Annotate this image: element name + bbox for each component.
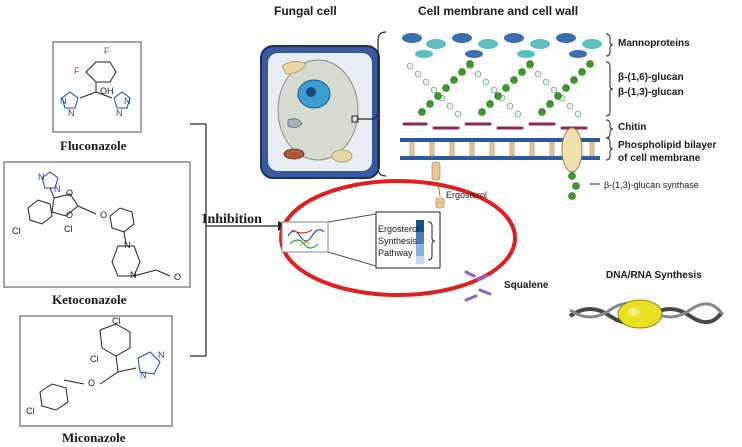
pathway-column [416, 220, 424, 264]
miconazole-atom-cl2: Cl [90, 354, 99, 364]
label-beta13-glucan: β-(1,3)-glucan [618, 87, 684, 98]
ketoconazole-atom-o1: O [66, 188, 74, 198]
nucleolus [306, 87, 316, 97]
ketoconazole-atom-o2: O [66, 210, 74, 220]
fluconazole-label: Fluconazole [60, 138, 127, 153]
label-ergosterol: Ergosterol [446, 190, 488, 200]
beta-13-glucan [418, 60, 594, 116]
miconazole-atom-o: O [88, 378, 96, 388]
label-chitin: Chitin [618, 122, 647, 133]
inhibition-bracket [190, 123, 207, 357]
miconazole-label: Miconazole [62, 430, 126, 445]
label-bilayer-line1: Phospholipid bilayer [618, 140, 717, 151]
label-glucan-synthase: β-(1,3)-glucan synthase [604, 180, 699, 190]
inhibition-ring [279, 179, 517, 297]
beta-16-glucan [406, 62, 582, 118]
fluconazole-atom-oh: OH [100, 86, 114, 96]
ketoconazole-structure [27, 171, 171, 277]
label-dna-rna-synthesis: DNA/RNA Synthesis [606, 270, 702, 281]
fluconazole-atom-n2: N [68, 108, 75, 118]
glucan-synthase [561, 127, 583, 200]
enzyme-connector-bottom [327, 251, 377, 267]
miconazole-structure [39, 323, 161, 411]
pathway-text-line3: Pathway [378, 248, 413, 258]
ketoconazole-panel [3, 161, 191, 288]
pathway-box [375, 211, 441, 269]
fluconazole-atom-n3: N [124, 96, 131, 106]
pathway-brace [427, 221, 436, 261]
ketoconazole-atom-n4: N [130, 270, 137, 280]
lipid-droplet [331, 149, 353, 163]
ketoconazole-atom-cl2: Cl [64, 224, 73, 234]
cell-membrane-wall-header: Cell membrane and cell wall [418, 4, 579, 18]
vacuole [281, 61, 307, 75]
ketoconazole-atom-n3: N [124, 240, 131, 250]
chitin-layer [402, 122, 588, 130]
label-squalene: Squalene [504, 280, 549, 291]
fluconazole-atom-n1: N [60, 96, 67, 106]
enzyme-connector-top [327, 213, 377, 223]
fluconazole-atom-f1: F [104, 46, 110, 56]
pathway-text-line2: Synthesis [378, 236, 418, 246]
inhibition-label: Inhibition [202, 212, 262, 227]
squalene-molecule [464, 270, 492, 302]
ketoconazole-atom-o3: O [100, 210, 108, 220]
miconazole-atom-cl1: Cl [112, 316, 121, 326]
label-mannoproteins: Mannoproteins [618, 38, 690, 49]
layer-braces [590, 33, 614, 185]
enzyme-image [287, 229, 325, 249]
fluconazole-panel [52, 41, 142, 133]
ketoconazole-atom-o4: O [174, 272, 182, 282]
ketoconazole-label: Ketoconazole [52, 292, 127, 307]
pathway-text-line1: Ergosterol [378, 224, 420, 234]
mannoproteins [402, 33, 602, 58]
miconazole-atom-n2: N [158, 350, 165, 360]
fluconazole-atom-f2: F [74, 66, 80, 76]
zoom-brace [358, 31, 387, 177]
dna-helix [568, 299, 724, 329]
ketoconazole-atom-n1: N [38, 172, 45, 182]
cell-cytoplasm [277, 59, 359, 161]
fluconazole-atom-n4: N [116, 108, 123, 118]
miconazole-panel [19, 315, 173, 427]
label-beta16-glucan: β-(1,6)-glucan [618, 72, 684, 83]
label-bilayer-line2: of cell membrane [618, 153, 701, 164]
mitochondrion [283, 148, 305, 160]
fluconazole-structure [61, 61, 131, 109]
er-membrane [287, 118, 303, 128]
ketoconazole-atom-n2: N [54, 184, 61, 194]
enzyme-image-frame [281, 221, 329, 253]
fungal-cell-header: Fungal cell [274, 4, 337, 18]
miconazole-atom-n1: N [140, 370, 147, 380]
miconazole-atom-cl3: Cl [26, 406, 35, 416]
ketoconazole-atom-cl1: Cl [12, 226, 21, 236]
